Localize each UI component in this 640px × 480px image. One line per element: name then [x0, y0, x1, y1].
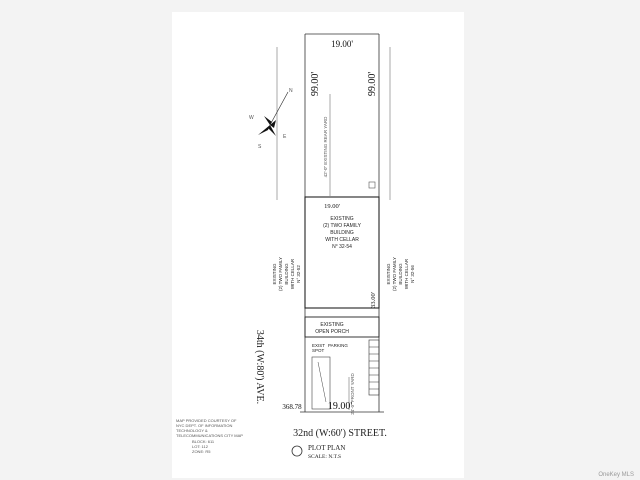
svg-text:BLOCK: 611: BLOCK: 611	[192, 439, 215, 444]
svg-text:(2) TWO FAMILY: (2) TWO FAMILY	[278, 257, 283, 291]
parking-label-2: SPOT	[312, 348, 325, 353]
parking-label-1: EXIST	[312, 343, 325, 348]
right-neighbor-label: EXISTING (2) TWO FAMILY BUILDING WITH CE…	[386, 257, 415, 291]
left-neighbor-label: EXISTING (2) TWO FAMILY BUILDING WITH CE…	[272, 257, 301, 291]
svg-text:N° 32-54: N° 32-54	[332, 244, 352, 250]
svg-text:TELECOMMUNICATIONS CITY MAP: TELECOMMUNICATIONS CITY MAP	[176, 433, 243, 438]
north-arrow-icon: N E S W	[249, 88, 293, 150]
building-depth: 33.00'	[370, 292, 377, 308]
parking-spot	[311, 356, 331, 410]
scale-label: SCALE: N.T.S	[308, 454, 341, 460]
avenue-label: 34th (W:80') AVE.	[254, 330, 265, 404]
svg-text:MAP PROVIDED COURTESY OF: MAP PROVIDED COURTESY OF	[176, 418, 237, 423]
open-porch	[304, 316, 380, 338]
svg-text:BUILDING: BUILDING	[284, 263, 289, 285]
street-label: 32nd (W:60') STREET.	[293, 428, 387, 439]
svg-text:EXISTING: EXISTING	[272, 263, 277, 285]
rear-yard-label: 42'-0" EXISTING REAR YARD	[323, 116, 328, 178]
svg-text:BUILDING: BUILDING	[398, 263, 403, 285]
svg-text:(2) TWO FAMILY: (2) TWO FAMILY	[392, 257, 397, 291]
parking-hatch	[317, 361, 327, 403]
svg-text:EXISTING: EXISTING	[330, 216, 353, 222]
compass-w: W	[249, 115, 254, 121]
plot-plan-title: PLOT PLAN	[308, 444, 345, 452]
lot-width-top: 19.00'	[331, 39, 353, 49]
compass-n: N	[289, 88, 293, 94]
svg-text:LOT: 112: LOT: 112	[192, 444, 209, 449]
front-stairs	[368, 339, 380, 396]
watermark: OneKey MLS	[598, 472, 634, 478]
front-yard-label: 24'-0" FRONT YARD	[350, 373, 355, 415]
svg-text:WITH CELLAR: WITH CELLAR	[290, 258, 295, 289]
porch-label-2: OPEN PORCH	[315, 329, 349, 335]
svg-text:NYC DEPT. OF INFORMATION: NYC DEPT. OF INFORMATION	[176, 423, 232, 428]
main-building	[304, 196, 380, 309]
svg-text:N° 32-56: N° 32-56	[410, 265, 415, 283]
svg-text:BUILDING: BUILDING	[330, 230, 354, 236]
map-note: MAP PROVIDED COURTESY OF NYC DEPT. OF IN…	[176, 418, 243, 454]
svg-text:N° 32-52: N° 32-52	[296, 265, 301, 283]
compass-e: E	[283, 134, 287, 140]
porch-label-1: EXISTING	[320, 322, 343, 328]
plot-plan-sheet: 19.00' 99.00' 99.00' 42'-0" EXISTING REA…	[172, 12, 464, 478]
parking-label-3: PARKING	[328, 343, 348, 348]
building-label: EXISTING (2) TWO FAMILY BUILDING WITH CE…	[323, 216, 362, 250]
compass-s: S	[258, 144, 262, 150]
svg-text:TECHNOLOGY &: TECHNOLOGY &	[176, 428, 208, 433]
lot-depth-left: 99.00'	[310, 72, 321, 97]
svg-text:ZONE: R5: ZONE: R5	[192, 449, 211, 454]
plot-plan-marker	[291, 445, 303, 457]
front-width: 19.00'	[328, 401, 353, 412]
svg-text:(2) TWO FAMILY: (2) TWO FAMILY	[323, 223, 362, 229]
lot-depth-right: 99.00'	[367, 72, 378, 97]
building-width: 19.00'	[324, 203, 340, 210]
svg-text:WITH CELLAR: WITH CELLAR	[404, 258, 409, 289]
corner-distance: 368.78	[282, 403, 302, 411]
svg-text:WITH CELLAR: WITH CELLAR	[325, 237, 359, 243]
plot-plan-drawing: 19.00' 99.00' 99.00' 42'-0" EXISTING REA…	[176, 33, 415, 460]
marker-box	[368, 181, 376, 189]
svg-text:EXISTING: EXISTING	[386, 263, 391, 285]
